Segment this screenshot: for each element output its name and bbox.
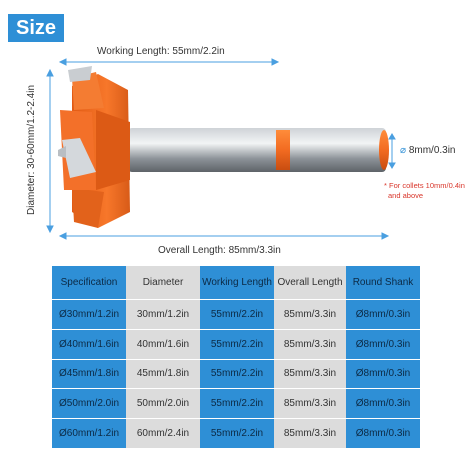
cell-specification: Ø30mm/1.2in [52, 299, 126, 330]
diameter-label: Diameter: 30-60mm/1.2-2.4in [26, 84, 37, 215]
cell-overall-length: 85mm/3.3in [274, 299, 346, 330]
overall-length-label: Overall Length: 85mm/3.3in [158, 245, 281, 256]
header-overall-length: Overall Length [274, 266, 346, 300]
cell-overall-length: 85mm/3.3in [274, 388, 346, 420]
cell-overall-length: 85mm/3.3in [274, 418, 346, 449]
cell-diameter: 60mm/2.4in [126, 418, 200, 449]
cell-round-shank: Ø8mm/0.3in [346, 418, 420, 449]
table-row: Ø45mm/1.8in 45mm/1.8in 55mm/2.2in 85mm/3… [52, 359, 420, 390]
diameter-symbol-icon: ⌀ [400, 145, 407, 156]
overall-length-arrow [58, 232, 390, 240]
cell-diameter: 30mm/1.2in [126, 299, 200, 330]
cell-diameter: 50mm/2.0in [126, 388, 200, 420]
cell-working-length: 55mm/2.2in [200, 388, 274, 420]
cutter-head [58, 66, 130, 228]
shank-diameter-arrow [388, 133, 396, 169]
cell-working-length: 55mm/2.2in [200, 359, 274, 390]
cell-overall-length: 85mm/3.3in [274, 329, 346, 360]
collet-note-line1: * For collets 10mm/0.4in [384, 181, 465, 190]
working-length-arrow [58, 58, 280, 66]
cell-working-length: 55mm/2.2in [200, 418, 274, 449]
cell-round-shank: Ø8mm/0.3in [346, 388, 420, 420]
working-length-label: Working Length: 55mm/2.2in [97, 46, 225, 57]
cell-specification: Ø40mm/1.6in [52, 329, 126, 360]
cell-overall-length: 85mm/3.3in [274, 359, 346, 390]
size-badge: Size [8, 14, 64, 42]
header-diameter: Diameter [126, 266, 200, 300]
shank-diameter-value: 8mm/0.3in [408, 145, 456, 156]
cell-diameter: 40mm/1.6in [126, 329, 200, 360]
cell-specification: Ø50mm/2.0in [52, 388, 126, 420]
spec-table: Specification Diameter Working Length Ov… [52, 266, 420, 449]
cell-diameter: 45mm/1.8in [126, 359, 200, 390]
header-working-length: Working Length [200, 266, 274, 300]
cell-specification: Ø60mm/1.2in [52, 418, 126, 449]
cell-round-shank: Ø8mm/0.3in [346, 359, 420, 390]
table-row: Ø30mm/1.2in 30mm/1.2in 55mm/2.2in 85mm/3… [52, 299, 420, 330]
cell-working-length: 55mm/2.2in [200, 299, 274, 330]
table-header-row: Specification Diameter Working Length Ov… [52, 266, 420, 300]
collet-note-line2: and above [388, 191, 424, 200]
cell-specification: Ø45mm/1.8in [52, 359, 126, 390]
cell-round-shank: Ø8mm/0.3in [346, 299, 420, 330]
table-row: Ø50mm/2.0in 50mm/2.0in 55mm/2.2in 85mm/3… [52, 388, 420, 420]
collar [276, 130, 290, 170]
shank-diameter-label: ⌀ 8mm/0.3in [400, 145, 456, 156]
shank-end [379, 130, 389, 170]
header-round-shank: Round Shank [346, 266, 420, 300]
shank [128, 128, 386, 172]
table-row: Ø60mm/1.2in 60mm/2.4in 55mm/2.2in 85mm/3… [52, 418, 420, 449]
collet-note: * For collets 10mm/0.4in and above [384, 181, 470, 201]
table-row: Ø40mm/1.6in 40mm/1.6in 55mm/2.2in 85mm/3… [52, 329, 420, 360]
cell-round-shank: Ø8mm/0.3in [346, 329, 420, 360]
diameter-arrow [46, 68, 54, 234]
cell-working-length: 55mm/2.2in [200, 329, 274, 360]
header-specification: Specification [52, 266, 126, 300]
drill-bit-diagram [46, 58, 396, 240]
